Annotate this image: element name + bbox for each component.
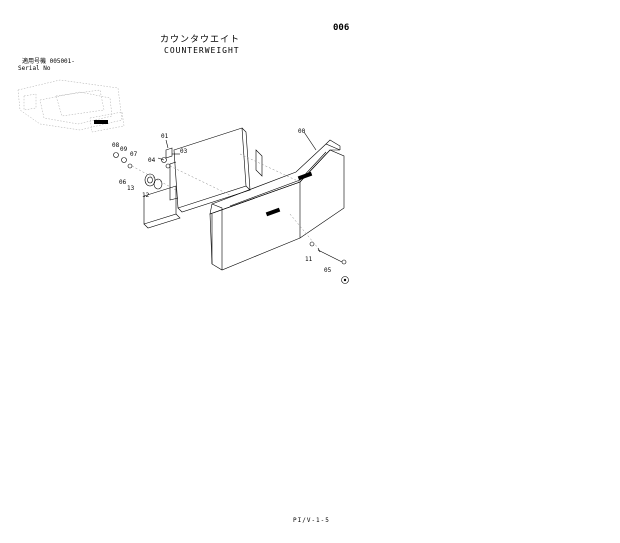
machine-reference-outline (17, 79, 125, 133)
callout-00: 00 (298, 128, 306, 135)
counterweight-body (209, 139, 345, 271)
callout-04: 04 (148, 157, 156, 164)
callout-01: 01 (161, 133, 169, 140)
callout-labels: 00 01 03 04 05 06 07 08 09 11 12 13 (112, 128, 332, 274)
fasteners (113, 147, 347, 265)
bracket-plate (143, 127, 251, 229)
callout-07: 07 (130, 151, 138, 158)
title-japanese: カウンタウエイト (160, 35, 241, 45)
serial-label-japanese: 適用号機 005001- (22, 58, 75, 65)
callout-12: 12 (142, 192, 150, 199)
callout-11: 11 (305, 256, 313, 263)
page-number: 006 (333, 23, 350, 33)
callout-03: 03 (180, 148, 188, 155)
callout-06: 06 (119, 179, 127, 186)
title-english: COUNTERWEIGHT (164, 46, 240, 55)
serial-label-english: Serial No (18, 65, 51, 72)
leader-lines (131, 131, 319, 249)
callout-05: 05 (324, 267, 332, 274)
callout-08: 08 (112, 142, 120, 149)
circled-marker-icon (341, 276, 349, 284)
callout-13: 13 (127, 185, 135, 192)
callout-09: 09 (120, 146, 128, 153)
footer-code: PI/V-1-5 (293, 517, 330, 524)
